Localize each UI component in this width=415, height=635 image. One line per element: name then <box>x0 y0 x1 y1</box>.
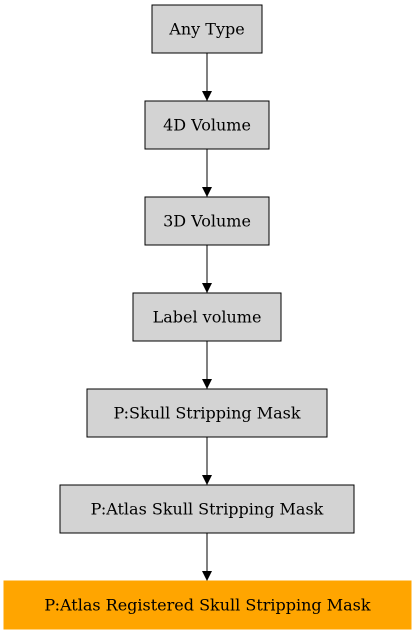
node-label: P:Atlas Registered Skull Stripping Mask <box>44 596 370 615</box>
node-atlas-skull-mask: P:Atlas Skull Stripping Mask <box>59 484 355 534</box>
node-label: P:Skull Stripping Mask <box>113 404 300 423</box>
node-atlas-registered-mask: P:Atlas Registered Skull Stripping Mask <box>3 580 412 630</box>
node-box <box>3 580 412 630</box>
node-4d-volume: 4D Volume <box>144 100 270 150</box>
node-box <box>151 4 263 54</box>
node-any-type: Any Type <box>151 4 263 54</box>
node-label: Label volume <box>153 308 262 327</box>
node-label: Any Type <box>168 20 244 39</box>
node-box <box>144 196 270 246</box>
node-label: 4D Volume <box>163 116 251 135</box>
node-skull-mask: P:Skull Stripping Mask <box>86 388 328 438</box>
node-3d-volume: 3D Volume <box>144 196 270 246</box>
node-label-volume: Label volume <box>132 292 282 342</box>
node-box <box>144 100 270 150</box>
node-label: P:Atlas Skull Stripping Mask <box>91 500 324 519</box>
node-box <box>86 388 328 438</box>
node-label: 3D Volume <box>163 212 251 231</box>
node-box <box>132 292 282 342</box>
node-box <box>59 484 355 534</box>
